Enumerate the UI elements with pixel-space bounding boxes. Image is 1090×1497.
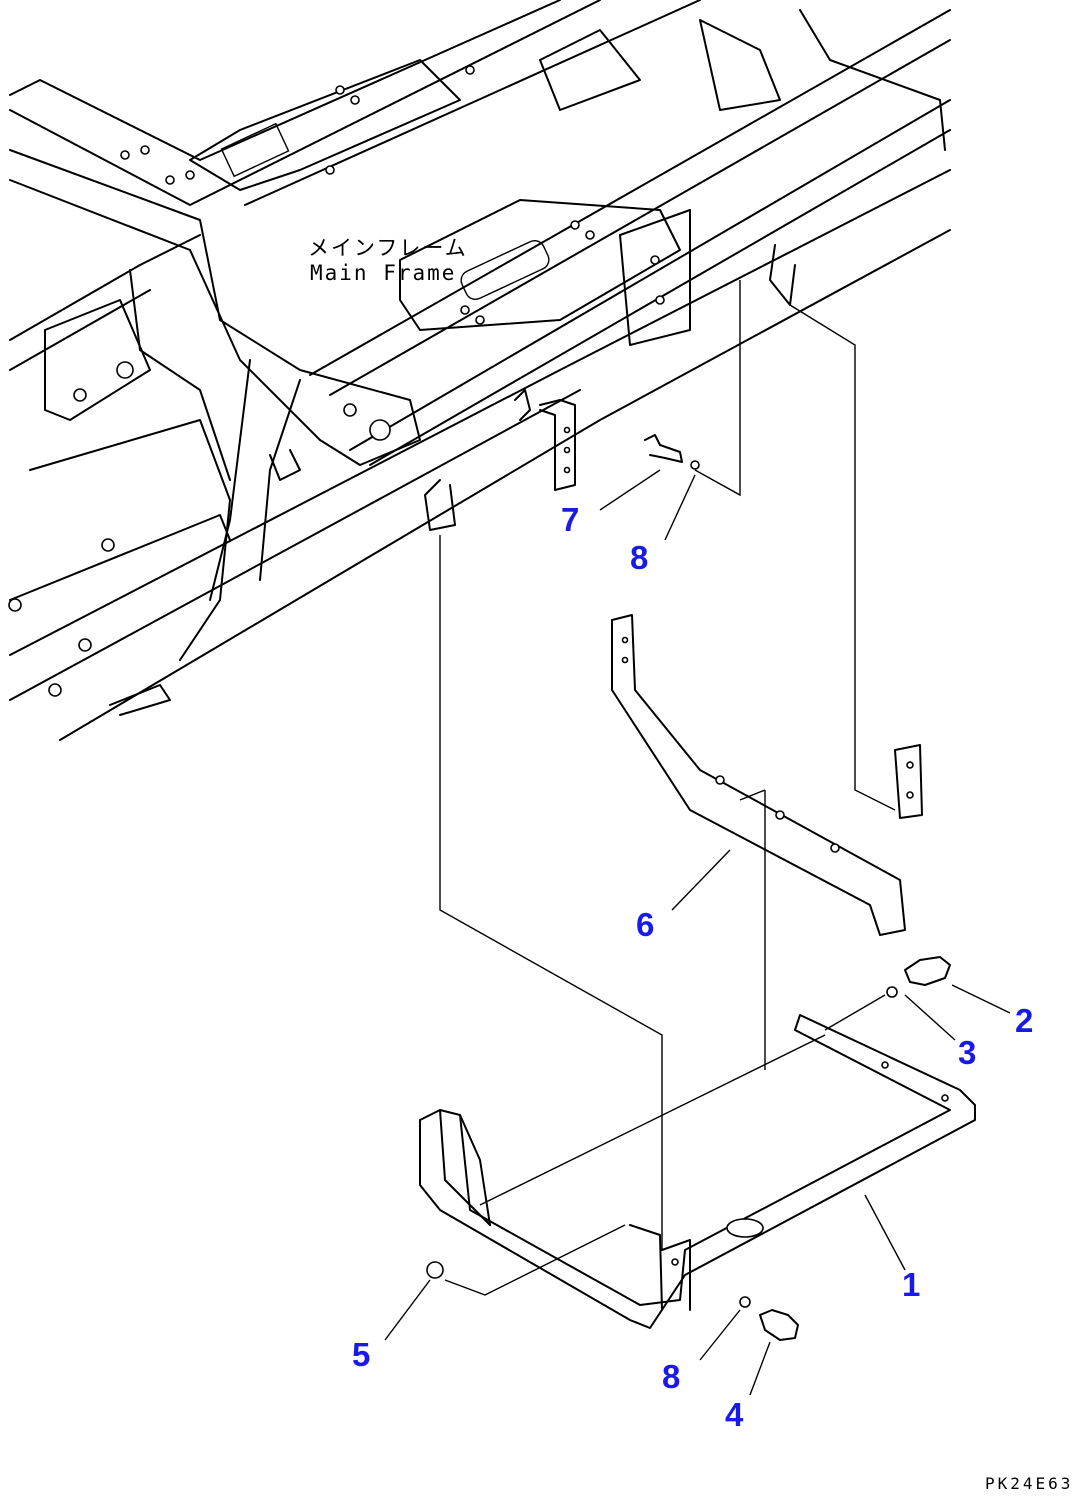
part-number-8-lower: 8 bbox=[662, 1358, 681, 1395]
main-frame-label-jp: メインフレーム bbox=[308, 236, 468, 260]
part-number-6: 6 bbox=[636, 906, 655, 943]
part-number-4: 4 bbox=[725, 1396, 744, 1433]
main-frame-label-en: Main Frame bbox=[310, 261, 457, 285]
part-number-3: 3 bbox=[958, 1034, 977, 1071]
drawing-code: PK24E63 bbox=[985, 1474, 1074, 1493]
hardware bbox=[426, 956, 951, 1341]
main-frame bbox=[8, 0, 951, 741]
guard-1 bbox=[419, 1014, 976, 1329]
part-number-5: 5 bbox=[352, 1336, 371, 1373]
part-number-2: 2 bbox=[1015, 1002, 1034, 1039]
part-number-8-upper: 8 bbox=[630, 539, 649, 576]
stay-6 bbox=[611, 614, 923, 936]
part-number-1: 1 bbox=[902, 1266, 921, 1303]
bracket-7 bbox=[539, 399, 576, 491]
bolt-upper bbox=[644, 434, 700, 470]
assembly-lines bbox=[439, 280, 896, 1296]
part-number-7: 7 bbox=[561, 501, 580, 538]
leader-lines bbox=[384, 469, 1011, 1396]
